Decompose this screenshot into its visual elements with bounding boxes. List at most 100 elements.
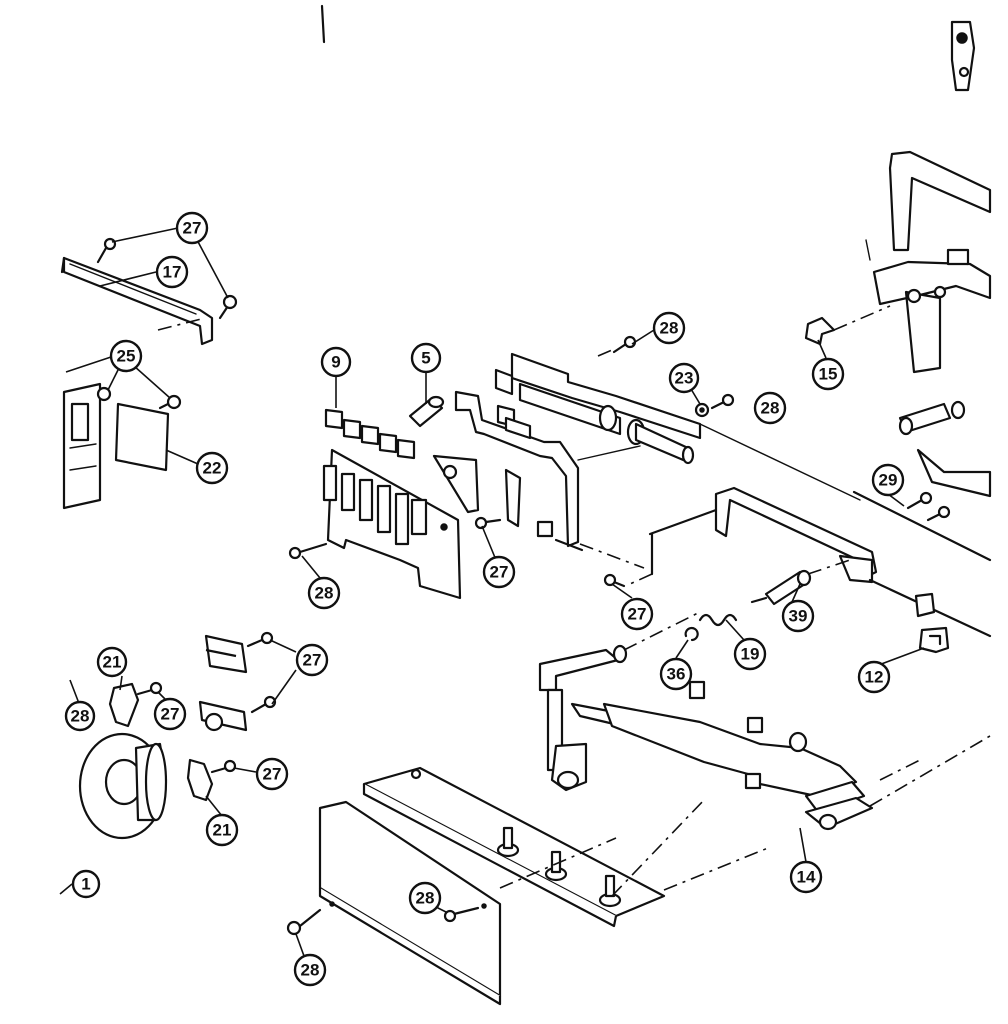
svg-text:36: 36: [667, 665, 686, 684]
callout-39: 39: [781, 599, 815, 633]
screw-28-washer: [710, 393, 735, 410]
screw-29-b: [926, 505, 951, 522]
callout-21-upper: 21: [96, 646, 128, 678]
svg-text:27: 27: [628, 605, 647, 624]
svg-text:25: 25: [117, 347, 136, 366]
screw-27-plate-a: [246, 631, 274, 648]
callout-36: 36: [659, 657, 693, 691]
top-stroke: [320, 4, 326, 44]
svg-text:14: 14: [797, 868, 816, 887]
left-board-assembly: [62, 382, 102, 510]
svg-text:29: 29: [879, 471, 898, 490]
spacer-post-5: [408, 395, 445, 428]
svg-text:28: 28: [71, 707, 90, 726]
svg-text:22: 22: [203, 459, 222, 478]
svg-text:15: 15: [819, 365, 838, 384]
speaker-1: [78, 732, 168, 840]
lower-frame-assembly: [538, 644, 874, 831]
callout-15: 15: [811, 357, 845, 391]
lower-right-rollers: [898, 400, 992, 498]
center-bracket-frame: [432, 390, 584, 552]
callout-23: 23: [668, 362, 700, 394]
svg-text:27: 27: [490, 563, 509, 582]
svg-text:5: 5: [421, 349, 430, 368]
svg-text:27: 27: [303, 651, 322, 670]
screw-28-front-a: [286, 908, 322, 936]
svg-text:21: 21: [213, 821, 232, 840]
callout-27-plates: 27: [295, 643, 329, 677]
callout-29: 29: [871, 463, 905, 497]
screw-25-a: [96, 386, 112, 402]
svg-text:28: 28: [416, 889, 435, 908]
upper-right-frame: [865, 150, 992, 374]
callout-21-lower: 21: [205, 813, 239, 847]
svg-text:21: 21: [103, 653, 122, 672]
e-ring-36: [684, 626, 699, 642]
screw-27-center: [474, 516, 502, 530]
callout-28-left: 28: [64, 700, 96, 732]
callout-28-front-b: 28: [408, 881, 442, 915]
svg-text:27: 27: [263, 765, 282, 784]
screw-28-front-b: [443, 906, 480, 923]
screw-27-plate-b: [250, 695, 277, 714]
callout-27-center: 27: [482, 555, 516, 589]
callout-19: 19: [733, 637, 767, 671]
callout-27-chassis: 27: [620, 597, 654, 631]
roller-shaft-assembly: [494, 352, 702, 465]
screw-25-b: [158, 394, 182, 410]
bracket-21-lower: [186, 758, 214, 802]
callout-27-top: 27: [175, 211, 209, 245]
switch-knobs-9: [324, 408, 416, 460]
svg-text:9: 9: [331, 353, 340, 372]
svg-text:1: 1: [81, 875, 90, 894]
callout-9: 9: [320, 346, 352, 378]
screw-27-chassis: [603, 573, 626, 588]
shield-plate-22: [114, 402, 170, 472]
clip-15: [804, 316, 836, 346]
bracket-plate-lower: [198, 700, 248, 732]
control-board: [362, 766, 666, 928]
rail-bracket-17: [60, 256, 214, 346]
callout-28-front-a: 28: [293, 953, 327, 987]
svg-text:17: 17: [163, 263, 182, 282]
callout-28-washer: 28: [753, 391, 787, 425]
callout-12: 12: [857, 660, 891, 694]
main-chassis-rail: [648, 486, 992, 638]
callout-22: 22: [195, 451, 229, 485]
spring-19: [698, 613, 738, 627]
svg-text:39: 39: [789, 607, 808, 626]
callout-17: 17: [155, 255, 189, 289]
shaft-39: [750, 569, 812, 606]
svg-text:27: 27: [161, 705, 180, 724]
callout-25: 25: [109, 339, 143, 373]
switch-pcb: [322, 448, 462, 600]
callout-5: 5: [410, 342, 442, 374]
callout-28-top: 28: [652, 311, 686, 345]
callout-27-speaker: 27: [153, 697, 187, 731]
screw-27-speaker-a: [136, 681, 163, 696]
callout-14: 14: [789, 860, 823, 894]
screw-26-pcb: [288, 542, 328, 560]
svg-text:12: 12: [865, 668, 884, 687]
screw-27-rail-b: [218, 294, 238, 320]
screw-29: [906, 491, 933, 510]
screw-28-top: [612, 335, 637, 354]
svg-text:19: 19: [741, 645, 760, 664]
bracket-21-upper: [108, 682, 140, 728]
svg-text:28: 28: [761, 399, 780, 418]
bracket-12: [914, 592, 950, 654]
svg-text:23: 23: [675, 369, 694, 388]
callout-27-lower: 27: [255, 757, 289, 791]
washer-23: [694, 402, 710, 418]
svg-text:28: 28: [301, 961, 320, 980]
callout-1: 1: [71, 869, 101, 899]
svg-text:27: 27: [183, 219, 202, 238]
svg-text:28: 28: [660, 319, 679, 338]
svg-text:28: 28: [315, 584, 334, 603]
bracket-plate-upper: [204, 634, 248, 674]
screw-27-rail-a: [96, 237, 117, 264]
top-right-bracket: [950, 20, 976, 92]
screw-27-speaker-b: [210, 759, 237, 774]
callout-28-pcb: 28: [307, 576, 341, 610]
